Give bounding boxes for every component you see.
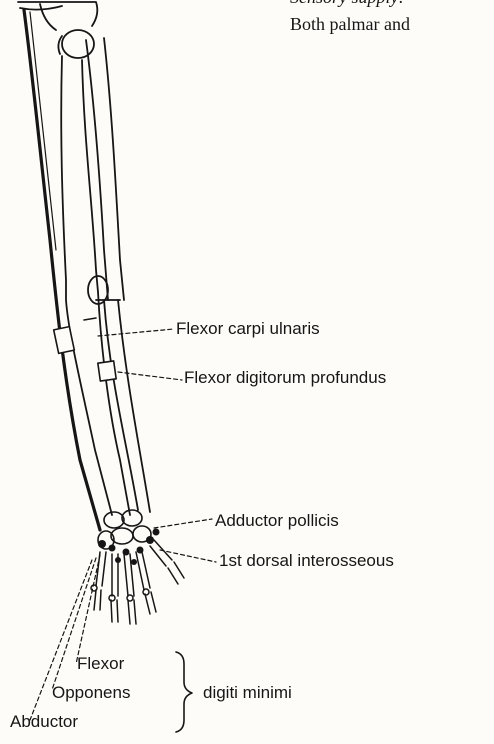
flexor-digitorum-profundus-marker [98,361,116,381]
carpal-bones [98,510,151,549]
label-digiti-minimi: digiti minimi [203,683,292,703]
sensory-supply-heading: Sensory supply: [290,0,404,8]
flexor-carpi-ulnaris-marker [54,327,75,354]
label-abductor: Abductor [10,712,78,732]
label-flexor-digitorum-profundus: Flexor digitorum profundus [184,368,386,388]
label-opponens: Opponens [52,683,130,703]
sensory-supply-text: Both palmar and [290,14,410,35]
label-adductor-pollicis: Adductor pollicis [215,511,339,531]
digiti-minimi-brace [176,652,192,732]
label-first-dorsal-interosseous: 1st dorsal interosseous [219,551,394,571]
label-flexor: Flexor [77,654,124,674]
label-flexor-carpi-ulnaris: Flexor carpi ulnaris [176,319,320,339]
